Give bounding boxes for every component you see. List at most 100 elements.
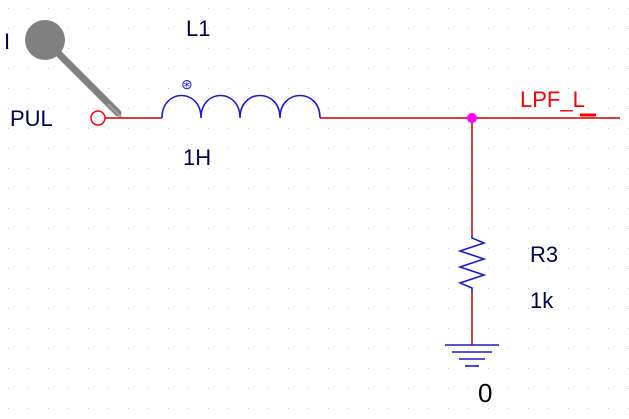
grid-dots: [8, 8, 629, 409]
grid-dot: [508, 148, 509, 149]
grid-dot: [608, 48, 609, 49]
grid-dot: [28, 288, 29, 289]
grid-dot: [568, 28, 569, 29]
grid-dot: [108, 148, 109, 149]
grid-dot: [8, 308, 9, 309]
grid-dot: [608, 88, 609, 89]
grid-dot: [588, 148, 589, 149]
grid-dot: [248, 48, 249, 49]
grid-dot: [428, 408, 429, 409]
grid-dot: [48, 228, 49, 229]
grid-dot: [508, 228, 509, 229]
grid-dot: [448, 408, 449, 409]
grid-dot: [228, 268, 229, 269]
grid-dot: [308, 288, 309, 289]
grid-dot: [148, 28, 149, 29]
grid-dot: [108, 308, 109, 309]
grid-dot: [328, 28, 329, 29]
grid-dot: [368, 248, 369, 249]
grid-dot: [508, 68, 509, 69]
grid-dot: [448, 168, 449, 169]
current-probe[interactable]: [25, 20, 122, 118]
grid-dot: [328, 388, 329, 389]
grid-dot: [548, 68, 549, 69]
grid-dot: [228, 248, 229, 249]
grid-dot: [488, 268, 489, 269]
grid-dot: [8, 268, 9, 269]
grid-dot: [28, 348, 29, 349]
grid-dot: [248, 388, 249, 389]
grid-dot: [348, 208, 349, 209]
grid-dot: [468, 328, 469, 329]
grid-dot: [548, 8, 549, 9]
grid-dot: [228, 208, 229, 209]
inductor-l1[interactable]: [161, 94, 321, 119]
grid-dot: [508, 308, 509, 309]
grid-dot: [248, 248, 249, 249]
grid-dot: [168, 168, 169, 169]
port-connector[interactable]: [90, 110, 106, 126]
grid-dot: [408, 248, 409, 249]
grid-dot: [508, 408, 509, 409]
grid-dot: [208, 288, 209, 289]
grid-dot: [148, 328, 149, 329]
grid-dot: [288, 8, 289, 9]
grid-dot: [268, 208, 269, 209]
grid-dot: [268, 408, 269, 409]
grid-dot: [308, 248, 309, 249]
grid-dot: [288, 348, 289, 349]
grid-dot: [248, 228, 249, 229]
grid-dot: [128, 348, 129, 349]
grid-dot: [328, 88, 329, 89]
grid-dot: [588, 268, 589, 269]
grid-dot: [248, 8, 249, 9]
grid-dot: [168, 368, 169, 369]
grid-dot: [188, 348, 189, 349]
grid-dot: [168, 68, 169, 69]
port-label: PUL: [10, 106, 53, 131]
grid-dot: [388, 128, 389, 129]
grid-dot: [508, 328, 509, 329]
ground-symbol[interactable]: [445, 344, 499, 367]
grid-dot: [348, 8, 349, 9]
resistor-value-label: 1k: [530, 288, 554, 313]
grid-dot: [328, 368, 329, 369]
grid-dot: [548, 208, 549, 209]
grid-dot: [608, 208, 609, 209]
grid-dot: [408, 28, 409, 29]
grid-dot: [68, 268, 69, 269]
junction-dot[interactable]: [467, 113, 477, 123]
grid-dot: [188, 48, 189, 49]
grid-dot: [168, 48, 169, 49]
grid-dot: [108, 368, 109, 369]
grid-dot: [208, 48, 209, 49]
grid-dot: [108, 8, 109, 9]
grid-dot: [28, 388, 29, 389]
grid-dot: [28, 188, 29, 189]
grid-dot: [468, 288, 469, 289]
grid-dot: [408, 348, 409, 349]
grid-dot: [328, 268, 329, 269]
grid-dot: [68, 368, 69, 369]
grid-dot: [208, 228, 209, 229]
grid-dot: [548, 268, 549, 269]
grid-dot: [248, 208, 249, 209]
grid-dot: [348, 408, 349, 409]
grid-dot: [348, 348, 349, 349]
grid-dot: [208, 168, 209, 169]
grid-dot: [508, 168, 509, 169]
grid-dot: [148, 348, 149, 349]
grid-dot: [28, 368, 29, 369]
grid-dot: [588, 8, 589, 9]
grid-dot: [588, 308, 589, 309]
grid-dot: [408, 108, 409, 109]
grid-dot: [368, 348, 369, 349]
grid-dot: [228, 328, 229, 329]
grid-dot: [188, 188, 189, 189]
grid-dot: [468, 148, 469, 149]
resistor-r3[interactable]: [457, 235, 487, 293]
grid-dot: [88, 388, 89, 389]
net-label[interactable]: LPF_L: [520, 87, 585, 112]
grid-dot: [548, 388, 549, 389]
grid-dot: [108, 108, 109, 109]
